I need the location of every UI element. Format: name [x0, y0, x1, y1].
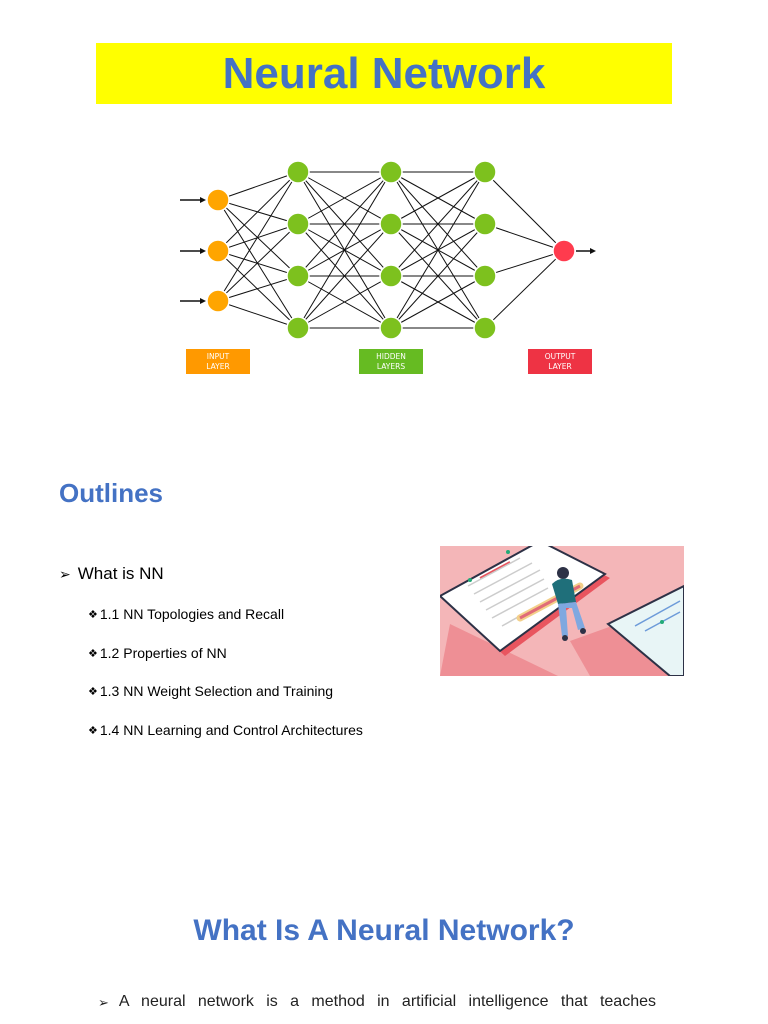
connection-line: [217, 171, 299, 252]
layer-label-line2: LAYER: [206, 362, 229, 371]
section-heading: What Is A Neural Network?: [193, 914, 575, 947]
connection-line: [217, 223, 299, 302]
hidden-node: [473, 160, 497, 184]
outline-main-label: What is NN: [77, 564, 164, 583]
layer-label-line1: OUTPUT: [545, 352, 576, 361]
paragraph-text: A neural network is a method in artifici…: [118, 993, 656, 1010]
title-banner: Neural Network: [96, 43, 672, 104]
arrow-bullet-icon: ➢: [98, 995, 109, 1010]
diamond-bullet-icon: ❖: [88, 686, 98, 698]
arrow-bullet-icon: ➢: [59, 565, 71, 582]
hidden-node: [286, 212, 310, 236]
input-node: [206, 289, 230, 313]
io-arrows: [180, 197, 596, 304]
connection-lines: [217, 171, 565, 329]
outline-sub-item: ❖1.3 NN Weight Selection and Training: [88, 683, 363, 722]
connection-line: [217, 250, 299, 277]
connection-line: [484, 250, 565, 277]
connection-line: [217, 250, 299, 329]
outline-sub-label: 1.1 NN Topologies and Recall: [99, 606, 285, 622]
outlines-heading: Outlines: [59, 478, 164, 508]
connection-line: [390, 171, 486, 329]
connection-line: [297, 171, 392, 225]
hidden-node: [473, 316, 497, 340]
connection-line: [390, 223, 486, 329]
outline-sub-list: ❖1.1 NN Topologies and Recall ❖1.2 Prope…: [88, 606, 363, 760]
connection-line: [217, 171, 299, 302]
connection-line: [390, 171, 486, 277]
hidden-node: [286, 160, 310, 184]
connection-line: [297, 171, 392, 329]
outline-main-item: ➢ What is NN: [59, 564, 164, 584]
connection-line: [297, 275, 392, 329]
outline-sub-item: ❖1.1 NN Topologies and Recall: [88, 606, 363, 645]
input-arrowhead: [200, 298, 206, 304]
connection-line: [390, 171, 486, 225]
connection-line: [484, 171, 565, 252]
connection-line: [484, 250, 565, 329]
outline-sub-label: 1.3 NN Weight Selection and Training: [99, 683, 334, 699]
input-arrowhead: [200, 248, 206, 254]
input-arrowhead: [200, 197, 206, 203]
layer-label-line2: LAYER: [548, 362, 571, 371]
diamond-bullet-icon: ❖: [88, 647, 98, 660]
connection-line: [390, 275, 486, 329]
hidden-node: [379, 160, 403, 184]
layer-label-bg: [359, 349, 423, 374]
hidden-node: [473, 264, 497, 288]
connection-line: [217, 300, 299, 329]
output-node: [552, 239, 576, 263]
connection-line: [217, 223, 299, 252]
connection-line: [484, 223, 565, 252]
hidden-node: [379, 212, 403, 236]
connection-line: [217, 275, 299, 302]
outline-sub-label: 1.2 Properties of NN: [99, 644, 227, 661]
layer-label-line2: LAYERS: [377, 362, 405, 371]
connection-line: [217, 171, 299, 201]
outline-sub-item: ❖1.2 Properties of NN: [88, 645, 363, 684]
diamond-bullet-icon: ❖: [88, 609, 98, 621]
input-node: [206, 188, 230, 212]
layer-label-line1: INPUT: [207, 352, 230, 361]
hidden-node: [286, 264, 310, 288]
hidden-node: [473, 212, 497, 236]
layer-label-line1: HIDDEN: [376, 352, 406, 361]
section-paragraph: ➢ A neural network is a method in artifi…: [98, 993, 656, 1011]
outline-sub-label: 1.4 NN Learning and Control Architecture…: [99, 721, 363, 738]
output-arrowhead: [590, 248, 596, 254]
hidden-node: [379, 264, 403, 288]
outline-sub-item: ❖1.4 NN Learning and Control Architectur…: [88, 722, 363, 761]
page-title: Neural Network: [222, 48, 546, 98]
layer-label-bg: [528, 349, 592, 374]
hidden-node: [379, 316, 403, 340]
documents-illustration: [440, 546, 684, 676]
connection-line: [297, 171, 392, 277]
input-node: [206, 239, 230, 263]
layer-label-bg: [186, 349, 250, 374]
hidden-node: [286, 316, 310, 340]
network-nodes: [206, 160, 576, 340]
diamond-bullet-icon: ❖: [88, 724, 98, 737]
connection-line: [297, 223, 392, 329]
